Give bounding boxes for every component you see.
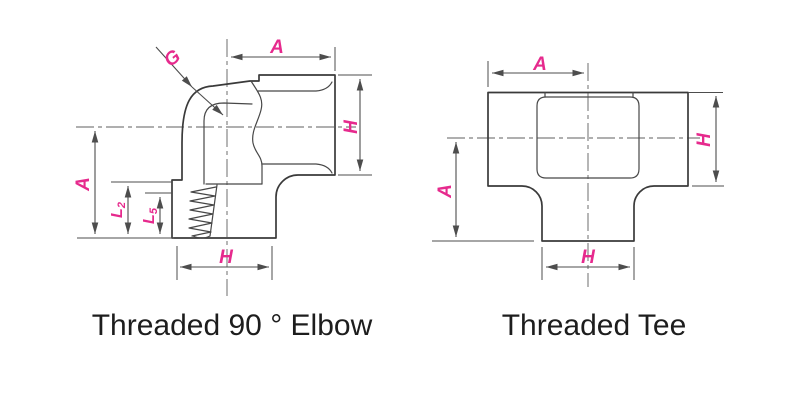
- elbow-socket-bore-bottom: [261, 163, 333, 174]
- elbow-body-outline: [171, 74, 336, 239]
- tee-bore-outline: [536, 96, 640, 179]
- elbow-label-h-right: H: [341, 119, 362, 134]
- tee-label-h-bottom: H: [581, 247, 596, 268]
- tee-label-a-top: A: [532, 54, 547, 75]
- tee-dim-h-bottom: H: [541, 247, 635, 280]
- tee-caption: Threaded Tee: [501, 309, 687, 342]
- thread-right-boundary: [209, 184, 218, 237]
- tee-dim-a-top: A: [487, 54, 584, 87]
- tee-body-outline: [487, 91, 689, 242]
- elbow-dim-a-left: A: [73, 131, 174, 239]
- tee-label-a-left: A: [435, 184, 456, 199]
- elbow-dim-h-bottom: H: [176, 246, 273, 280]
- elbow-turn-bore: [203, 102, 253, 185]
- elbow-dim-h-right: H: [338, 74, 372, 176]
- tee-centerlines: [447, 63, 700, 287]
- elbow-label-h-bottom: H: [219, 247, 234, 268]
- elbow-label-a-top: A: [269, 37, 284, 58]
- tee-dim-a-left: A: [432, 142, 534, 242]
- l2-letter: L: [109, 208, 126, 218]
- elbow-dim-l5: L5: [141, 192, 172, 234]
- tee-dim-h-right: H: [688, 92, 724, 187]
- l2-subscript: 2: [116, 202, 128, 209]
- elbow-label-a-left: A: [73, 177, 94, 192]
- elbow-label-g: G: [160, 46, 185, 72]
- thread-bottom-cap: [192, 235, 211, 239]
- elbow-label-l5: L5: [141, 207, 160, 224]
- g-leader-segment-2: [191, 86, 224, 116]
- elbow-dim-a-top: A: [231, 37, 336, 71]
- tee-label-h-right: H: [694, 132, 715, 147]
- l5-letter: L: [141, 214, 158, 224]
- elbow-label-l2: L2: [109, 202, 128, 218]
- l5-subscript: 5: [148, 207, 160, 214]
- elbow-break-line: [250, 80, 263, 167]
- tee-bore-lines: [536, 91, 640, 179]
- g-leader-segment-1: [155, 46, 193, 88]
- elbow-dim-l2: L2: [109, 181, 172, 234]
- elbow-socket-bore-top: [257, 81, 333, 92]
- elbow-caption: Threaded 90 ° Elbow: [91, 309, 373, 342]
- elbow-thread-hatch: [188, 184, 218, 239]
- elbow-diagram: G A H A: [73, 37, 372, 296]
- thread-zigzag: [188, 186, 217, 237]
- tee-diagram: A H A H: [432, 54, 724, 287]
- elbow-bore-lines: [203, 81, 333, 185]
- elbow-centerlines: [76, 39, 356, 296]
